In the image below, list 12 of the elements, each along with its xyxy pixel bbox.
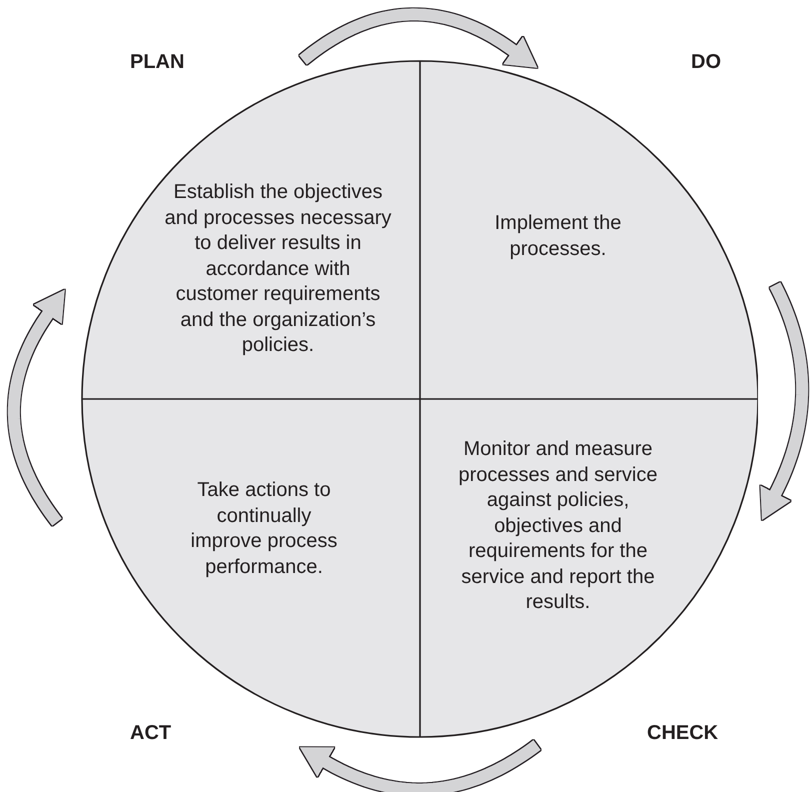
curved-arrow xyxy=(8,290,65,526)
curved-arrow xyxy=(299,8,538,68)
curved-arrow xyxy=(760,282,808,520)
phase-heading: PLAN xyxy=(130,50,184,74)
phase-description: Take actions to continually improve process performance. xyxy=(190,478,338,580)
phase-heading: DO xyxy=(691,50,721,74)
phase-description: Establish the objectives and processes necessary to deliver results in accordance with customer requirements and the organization’s policies. xyxy=(164,180,392,358)
phase-heading: ACT xyxy=(130,721,172,745)
curved-arrow xyxy=(300,740,541,792)
phase-description: Implement the processes. xyxy=(494,211,622,262)
phase-heading: CHECK xyxy=(647,721,718,745)
phase-description: Monitor and measure processes and service against policies, objectives and requirements for the service and report the results. xyxy=(458,437,658,615)
